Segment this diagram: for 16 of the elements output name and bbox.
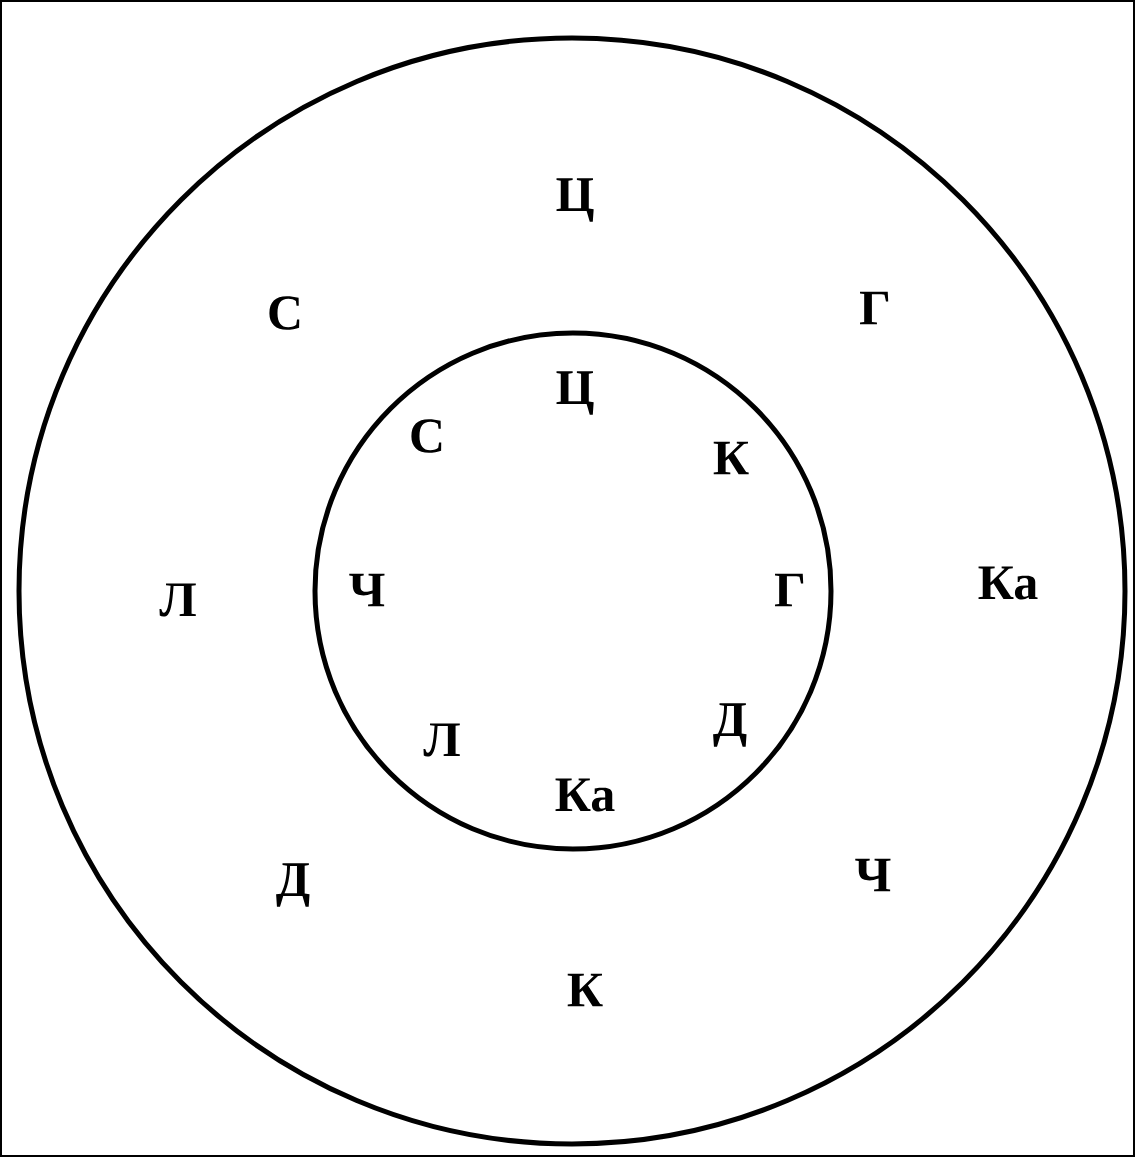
letter-label: Ч	[855, 858, 891, 892]
letter-label: Ц	[556, 178, 594, 222]
letter-label: Г	[860, 291, 889, 325]
letter-label: Л	[423, 723, 460, 757]
letter-label: Л	[159, 583, 196, 617]
letter-label: Ка	[555, 778, 615, 812]
letter-label: С	[411, 419, 442, 453]
letter-label: Ч	[349, 573, 385, 607]
letter-label: Ка	[978, 566, 1038, 600]
letter-label: С	[269, 296, 300, 330]
letter-label: Г	[775, 573, 804, 607]
letter-label: К	[567, 973, 603, 1007]
letter-label: Д	[276, 863, 310, 907]
letter-label: К	[713, 441, 749, 475]
letter-label: Д	[713, 703, 747, 747]
letter-label: Ц	[556, 371, 594, 415]
